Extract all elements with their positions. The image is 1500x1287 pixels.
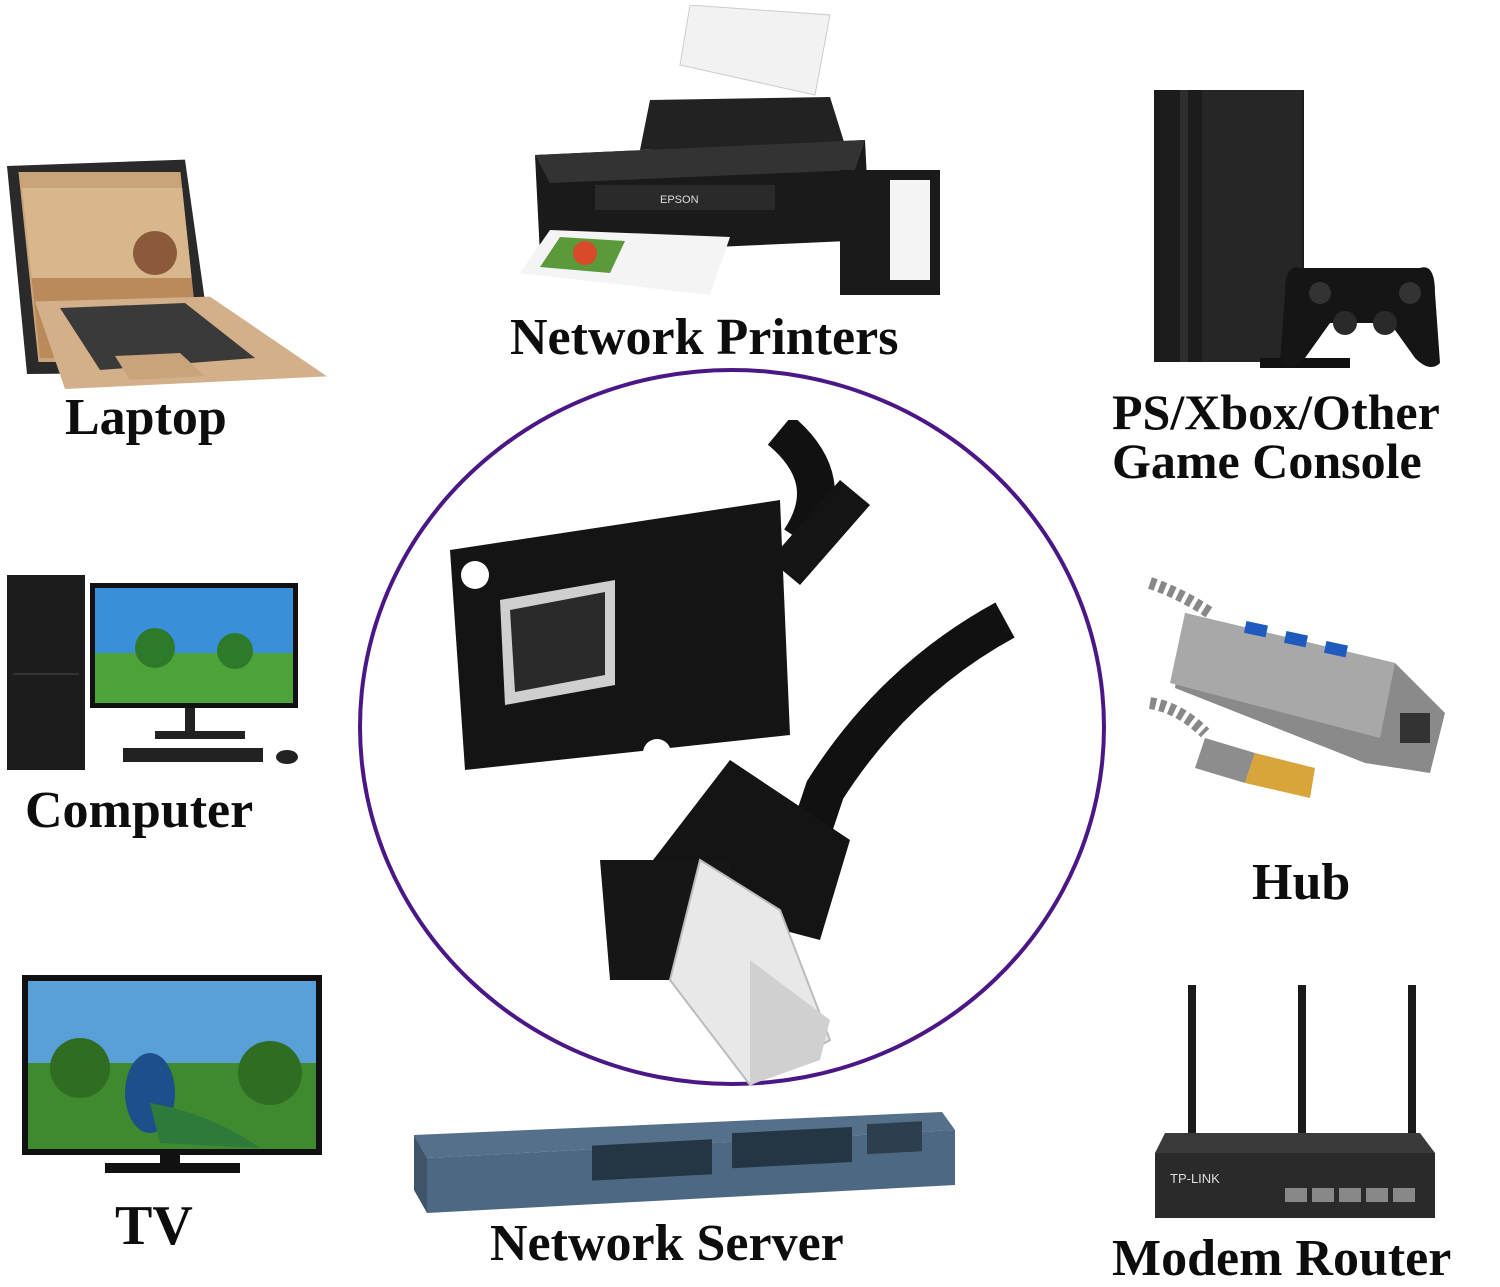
computer-label: Computer xyxy=(25,782,254,839)
printer-icon: EPSON xyxy=(510,5,950,300)
tv-icon xyxy=(20,973,325,1188)
computer-icon xyxy=(5,573,300,773)
center-ring xyxy=(358,368,1106,1086)
laptop-icon xyxy=(5,158,330,393)
hub-label: Hub xyxy=(1252,854,1351,911)
console-label-line2: Game Console xyxy=(1112,433,1422,489)
laptop-label: Laptop xyxy=(65,389,227,446)
modem-router-label: Modem Router xyxy=(1112,1230,1452,1287)
router-icon: TP-LINK xyxy=(1150,983,1440,1223)
network-switch-icon xyxy=(412,1110,957,1215)
network-server-label: Network Server xyxy=(490,1215,844,1272)
router-brand: TP-LINK xyxy=(1170,1171,1220,1186)
rj45-cable-icon xyxy=(420,415,1040,1095)
game-console-icon xyxy=(1150,88,1450,373)
tv-label: TV xyxy=(115,1195,193,1257)
usb-hub-icon xyxy=(1145,573,1450,813)
network-printers-label: Network Printers xyxy=(510,309,899,366)
console-label-line1: PS/Xbox/Other xyxy=(1112,384,1440,440)
printer-brand: EPSON xyxy=(660,194,699,206)
